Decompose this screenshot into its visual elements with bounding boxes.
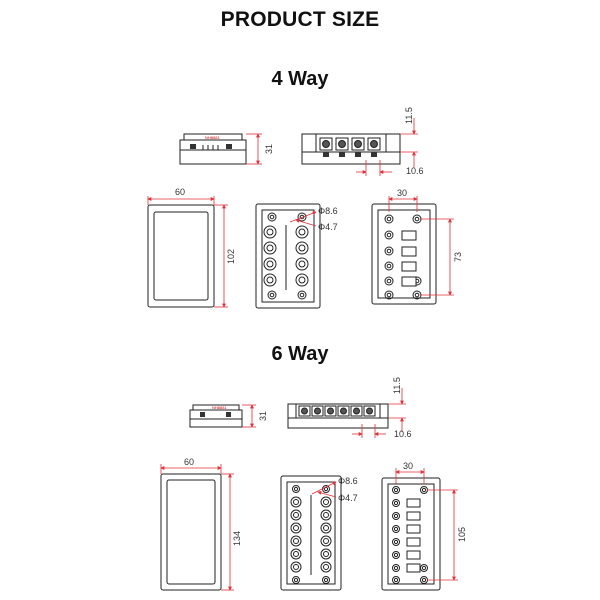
four-way-base-view <box>255 203 321 309</box>
six-way-top-offset-dim <box>388 388 406 432</box>
six-way-length-dim <box>221 473 234 591</box>
six-way-base-view <box>280 475 342 591</box>
six-way-mount-length-label: 105 <box>457 527 467 542</box>
six-way-top-offset-label: 11.5 <box>392 377 402 394</box>
six-way-side-label: NH8881 <box>212 405 227 410</box>
four-way-top-offset-dim <box>400 118 418 168</box>
six-way-height-side-label: 31 <box>258 411 268 421</box>
six-way-length-label: 134 <box>232 531 242 546</box>
four-way-length-label: 102 <box>226 249 236 264</box>
six-way-pitch-dim <box>352 424 386 438</box>
four-way-hole-dim <box>289 211 317 227</box>
four-way-mount-length-dim <box>420 218 454 296</box>
four-way-length-dim <box>214 204 228 308</box>
six-way-mount-view <box>381 477 441 591</box>
four-way-height-side-label: 31 <box>264 144 274 154</box>
four-way-title: 4 Way <box>271 68 329 90</box>
six-way-top-view <box>160 473 222 591</box>
four-way-hole-inner-label: Φ4.7 <box>318 222 338 232</box>
four-way-mount-width-dim <box>388 196 418 212</box>
four-way-mount-length-label: 73 <box>453 252 463 262</box>
four-way-pitch-dim <box>356 160 392 176</box>
six-way-hole-outer-label: Φ8.6 <box>338 476 358 486</box>
six-way-side-height-dim <box>242 404 256 428</box>
six-way-hole-inner-label: Φ4.7 <box>338 493 358 503</box>
four-way-mount-width-label: 30 <box>397 188 407 198</box>
four-way-side-view <box>179 133 247 165</box>
four-way-hole-outer-label: Φ8.6 <box>318 206 338 216</box>
four-way-front-view <box>301 133 401 165</box>
four-way-top-offset-label: 11.5 <box>404 107 414 124</box>
main-title: PRODUCT SIZE <box>220 8 380 31</box>
six-way-mount-length-dim <box>427 489 458 581</box>
four-way-width-dim <box>147 196 215 205</box>
six-way-side-view <box>189 404 243 428</box>
four-way-width-label: 60 <box>175 187 185 197</box>
six-way-mount-width-dim <box>395 468 425 484</box>
six-way-title: 6 Way <box>271 343 329 365</box>
four-way-side-label: NH8881 <box>205 135 220 140</box>
six-way-mount-width-label: 30 <box>403 461 413 471</box>
six-way-pitch-label: 10.6 <box>394 429 412 439</box>
four-way-top-view <box>147 204 215 308</box>
six-way-hole-dim <box>311 481 337 498</box>
six-way-width-label: 60 <box>184 457 194 467</box>
four-way-side-height-dim <box>246 133 262 165</box>
four-way-mount-view <box>371 203 437 305</box>
six-way-width-dim <box>160 464 222 474</box>
six-way-front-view <box>287 403 389 429</box>
four-way-pitch-label: 10.6 <box>406 166 424 176</box>
